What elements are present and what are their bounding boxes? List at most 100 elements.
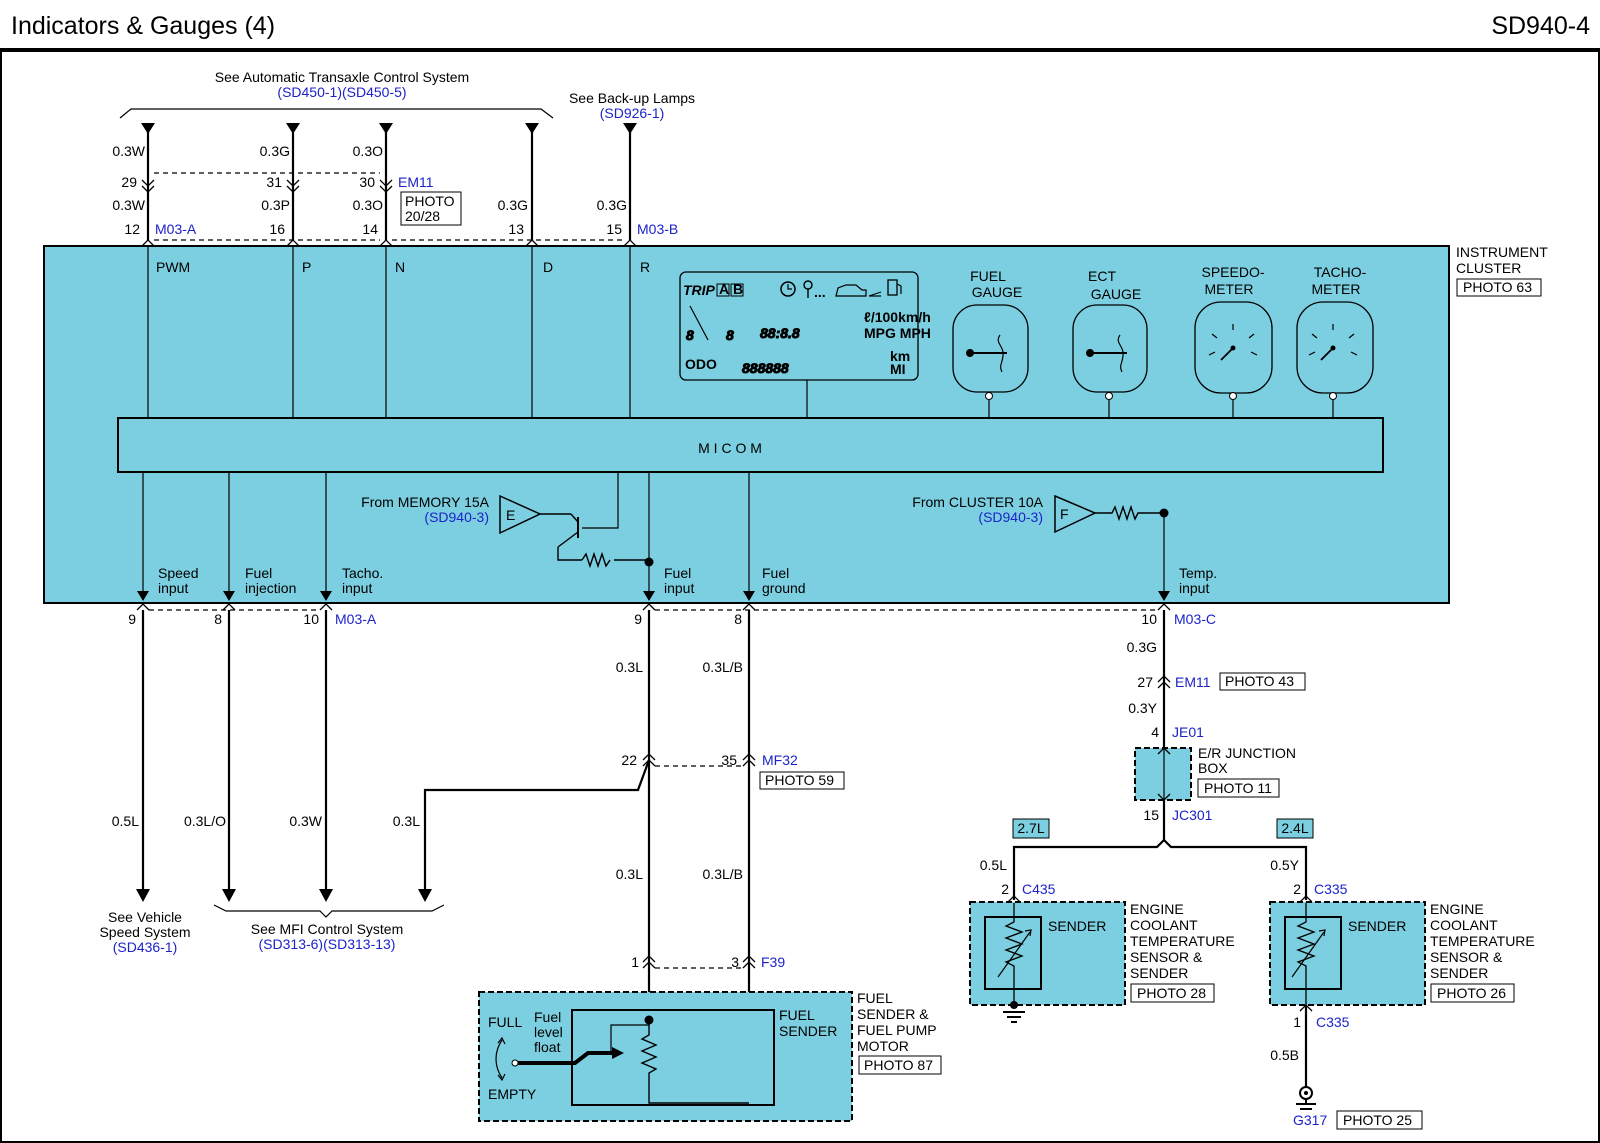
lcd-slash — [689, 305, 709, 341]
engine-tag-left — [1012, 818, 1050, 839]
m03-top-connector — [141, 239, 637, 247]
input-label-pwm: PWM — [156, 259, 190, 275]
photo-label: PHOTO 11 — [1204, 780, 1272, 796]
tick — [1208, 351, 1216, 356]
memory-buffer — [499, 494, 542, 535]
wire-label: 0.3P — [261, 197, 290, 213]
tick — [1350, 351, 1358, 356]
cluster-buffer — [1054, 494, 1097, 534]
connector-chevron — [1157, 603, 1171, 611]
road-icon — [868, 291, 882, 297]
gauge-label: FUEL — [970, 268, 1006, 284]
connector-chevron — [742, 753, 756, 767]
thermistor — [1296, 903, 1316, 1005]
junction-dot — [1159, 508, 1169, 518]
lcd-small-digit: 8 — [686, 327, 694, 343]
fuel-level-resistor — [640, 1020, 658, 1085]
gauge-terminal — [1105, 392, 1113, 400]
wire-label: 0.5Y — [1270, 857, 1299, 873]
connector-m03a-bottom: M03-A — [335, 611, 377, 627]
arrow-head — [141, 123, 155, 134]
photo-label: PHOTO 25 — [1343, 1112, 1412, 1128]
photo-label: PHOTO 43 — [1225, 673, 1294, 689]
gauge-label: TACHO- — [1314, 264, 1367, 280]
connector-chevron — [642, 753, 656, 767]
arrow-head — [223, 591, 235, 601]
wire-label: 0.3G — [498, 197, 528, 213]
input-label-n: N — [395, 259, 405, 275]
arrow-head — [379, 123, 393, 134]
transistor — [540, 513, 649, 569]
connector-em11: EM11 — [398, 174, 434, 190]
pin-number: 1 — [631, 954, 639, 970]
pin-number: 3 — [731, 954, 739, 970]
empty-label: EMPTY — [488, 1086, 537, 1102]
junction-label: E/R JUNCTION — [1198, 745, 1296, 761]
full-label: FULL — [488, 1014, 522, 1030]
thermistor-arrow — [997, 931, 1031, 978]
tick — [1211, 333, 1218, 339]
pin-number: 22 — [621, 752, 637, 768]
float-label: Fuel — [534, 1009, 561, 1025]
coolant-sensor-right: SENDER ENGINE COOLANT TEMPERATURE SENSOR… — [1269, 901, 1535, 1006]
f39-connector — [642, 955, 756, 969]
gauge-label: GAUGE — [1091, 286, 1142, 302]
wiper-lead — [610, 1024, 649, 1053]
float-arrow-head — [612, 1047, 624, 1059]
pin-number: 9 — [634, 611, 642, 627]
pin-number: 13 — [508, 221, 524, 237]
sensor-label: TEMPERATURE — [1430, 933, 1535, 949]
ground-g317 — [1296, 1086, 1316, 1110]
needle — [1220, 347, 1234, 361]
fuel-sender-label: MOTOR — [857, 1038, 909, 1054]
wire-label: 0.3G — [260, 143, 290, 159]
wire-label: 0.3G — [1127, 639, 1157, 655]
em11b-connector — [1157, 675, 1171, 689]
gauge-scale — [1117, 334, 1124, 373]
ect-gauge: ECT GAUGE — [1072, 268, 1148, 400]
wire-label: 0.3O — [353, 197, 383, 213]
mf32-connector — [642, 753, 756, 767]
transistor-base-wire — [582, 472, 619, 529]
pin-number: 15 — [1143, 807, 1159, 823]
photo-label: PHOTO 26 — [1437, 985, 1506, 1001]
lcd-big-digits: 88:8.8 — [760, 325, 800, 341]
micom-output-wires — [142, 472, 1165, 600]
resistor — [581, 551, 611, 569]
sensor-label: COOLANT — [1130, 917, 1198, 933]
input-label: Fuel — [664, 565, 691, 581]
input-label: Fuel — [245, 565, 272, 581]
micom-block — [117, 417, 1384, 473]
top-wires — [146, 126, 632, 240]
connector-chevron — [141, 179, 155, 193]
junction-dot — [644, 557, 654, 567]
junction-dot — [644, 1015, 654, 1025]
lcd-odo: ODO — [685, 356, 717, 372]
page-title: Indicators & Gauges (4) — [11, 12, 276, 40]
photo-label: 20/28 — [405, 208, 440, 224]
wire-label: 0.3L/B — [703, 659, 743, 675]
gauge-terminal — [1229, 392, 1237, 400]
pin-number: 10 — [1141, 611, 1157, 627]
cluster-buffer-letter: F — [1060, 506, 1069, 522]
lower-left-wires — [141, 610, 651, 890]
gauge-label: SPEEDO- — [1201, 264, 1264, 280]
cluster-title: INSTRUMENT — [1456, 244, 1548, 260]
wire-label: 0.3W — [112, 197, 145, 213]
photo-box — [1430, 983, 1515, 1003]
connector-chevron — [623, 239, 637, 247]
atcs-ref-text: See Automatic Transaxle Control System — [215, 69, 469, 85]
sensor-label: COOLANT — [1430, 917, 1498, 933]
photo-label: PHOTO 87 — [864, 1057, 933, 1073]
connector-chevron — [379, 239, 393, 247]
backup-ref-text: See Back-up Lamps — [569, 90, 695, 106]
thermistor-arrow-head — [1318, 929, 1326, 937]
connector-chevron — [1299, 895, 1313, 903]
ground-dot — [1010, 1001, 1018, 1009]
tick — [1308, 351, 1316, 356]
sensor-label: ENGINE — [1130, 901, 1184, 917]
tick — [1311, 333, 1318, 339]
lcd-mi: MI — [890, 361, 906, 377]
speedometer: SPEEDO- METER — [1194, 264, 1273, 400]
